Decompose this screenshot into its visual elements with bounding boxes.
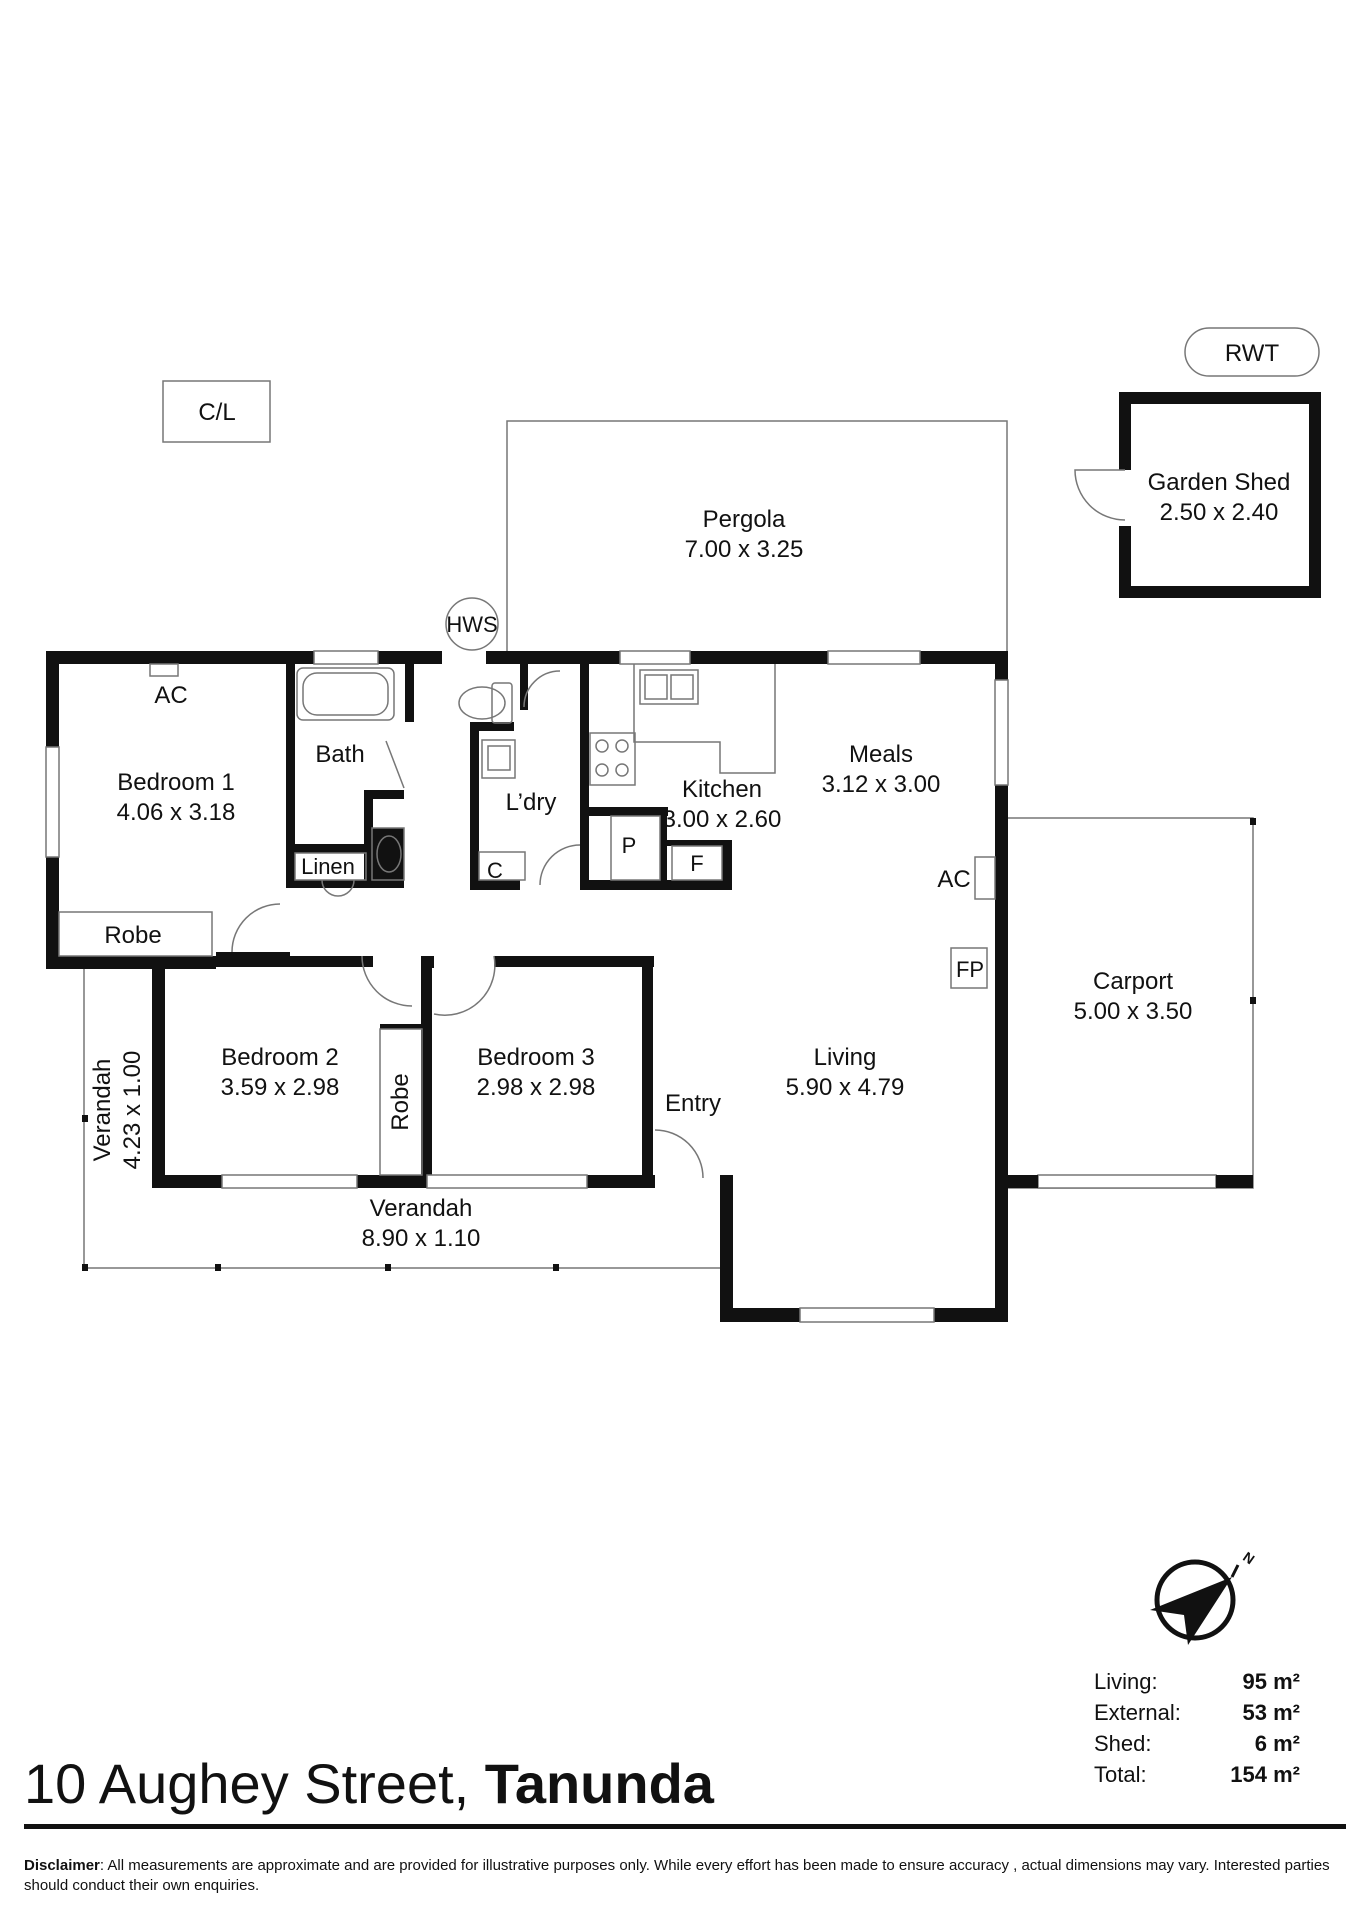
- disclaimer: Disclaimer: All measurements are approxi…: [24, 1856, 1334, 1896]
- laundry-label: L’dry: [506, 789, 557, 816]
- area-shed-value: 6 m²: [1254, 1731, 1300, 1756]
- bath-door: [385, 740, 405, 789]
- bath-label: Bath: [315, 741, 364, 768]
- living-name: Living: [814, 1044, 877, 1071]
- area-total-label: Total:: [1094, 1762, 1147, 1787]
- carport-dims: 5.00 x 3.50: [1074, 998, 1193, 1025]
- carport-name: Carport: [1093, 968, 1173, 995]
- svg-text:N: N: [1240, 1548, 1257, 1567]
- bedroom3-dims: 2.98 x 2.98: [477, 1074, 596, 1101]
- garden-shed: [1074, 392, 1321, 598]
- laundry-tub: [481, 739, 516, 779]
- wc-door-swing: [523, 670, 561, 708]
- fp-label: FP: [956, 957, 984, 982]
- area-row-living: Living: 95 m²: [1094, 1666, 1300, 1697]
- verandah-front-name: Verandah: [370, 1195, 473, 1222]
- divider: [24, 1824, 1346, 1829]
- bed1-door-swing: [231, 903, 281, 953]
- clothesline-label: C/L: [198, 399, 235, 426]
- pantry: [610, 815, 661, 881]
- laundry-door-swing: [539, 844, 581, 886]
- hws-label: HWS: [446, 612, 497, 637]
- meals-name: Meals: [849, 741, 913, 768]
- garden-shed-dims: 2.50 x 2.40: [1160, 499, 1279, 526]
- linen-cupboard: [294, 852, 367, 881]
- area-total-value: 154 m²: [1230, 1762, 1300, 1787]
- area-external-label: External:: [1094, 1700, 1181, 1725]
- clothesline-box: [162, 380, 271, 443]
- ac-unit-2: [974, 856, 996, 900]
- bedroom1-name: Bedroom 1: [117, 769, 234, 796]
- entry-label: Entry: [665, 1090, 721, 1117]
- disclaimer-text: : All measurements are approximate and a…: [24, 1857, 1330, 1894]
- rwt-label: RWT: [1225, 340, 1280, 367]
- ac2-label: AC: [937, 866, 970, 893]
- pergola-dims: 7.00 x 3.25: [685, 536, 804, 563]
- living-dims: 5.90 x 4.79: [786, 1074, 905, 1101]
- carport-walls: [1008, 1175, 1253, 1188]
- entry-door-swing: [654, 1129, 704, 1179]
- bed2-door-swing: [361, 955, 413, 1007]
- area-living-value: 95 m²: [1242, 1669, 1300, 1694]
- fixtures: [58, 663, 996, 1179]
- area-summary: Living: 95 m² External: 53 m² Shed: 6 m²…: [1094, 1666, 1300, 1790]
- shed-door-swing: [1074, 469, 1126, 521]
- laundry-cupboard: [478, 851, 526, 881]
- area-row-external: External: 53 m²: [1094, 1697, 1300, 1728]
- linen-door-swing: [321, 879, 355, 897]
- verandah-posts: [82, 818, 1256, 1271]
- bedroom1-dims: 4.06 x 3.18: [117, 799, 236, 826]
- cooktop: [589, 732, 636, 786]
- vanity: [371, 827, 405, 881]
- ac1-label: AC: [154, 682, 187, 709]
- verandah-side-name: Verandah: [89, 1059, 116, 1162]
- kitchen-dims: 3.00 x 2.60: [663, 806, 782, 833]
- bedroom2-dims: 3.59 x 2.98: [221, 1074, 340, 1101]
- fridge-label: F: [690, 851, 703, 876]
- windows: [45, 650, 1217, 1323]
- bedroom3-name: Bedroom 3: [477, 1044, 594, 1071]
- property-address: 10 Aughey Street, Tanunda: [24, 1752, 714, 1816]
- area-row-shed: Shed: 6 m²: [1094, 1728, 1300, 1759]
- bedroom2-name: Bedroom 2: [221, 1044, 338, 1071]
- meals-dims: 3.12 x 3.00: [822, 771, 941, 798]
- north-compass-icon: N: [1150, 1548, 1258, 1645]
- garden-shed-name: Garden Shed: [1148, 469, 1291, 496]
- disclaimer-heading: Disclaimer: [24, 1857, 100, 1874]
- area-row-total: Total: 154 m²: [1094, 1759, 1300, 1790]
- robe-2: [379, 1028, 423, 1176]
- area-shed-label: Shed:: [1094, 1731, 1152, 1756]
- robe1-label: Robe: [104, 922, 161, 949]
- area-external-value: 53 m²: [1242, 1700, 1300, 1725]
- fireplace: [950, 947, 988, 989]
- ac-unit-1: [149, 663, 179, 677]
- bed3-door-swing: [433, 955, 496, 1016]
- robe-1: [58, 911, 213, 957]
- street-address: 10 Aughey Street,: [24, 1752, 470, 1815]
- bathtub: [296, 667, 395, 721]
- kitchen-sink: [639, 669, 699, 705]
- robe2-label: Robe: [387, 1073, 414, 1130]
- fridge: [671, 845, 723, 881]
- cupboard-label: C: [487, 858, 503, 883]
- suburb-name: Tanunda: [484, 1752, 714, 1815]
- kitchen-name: Kitchen: [682, 776, 762, 803]
- pantry-label: P: [622, 833, 637, 858]
- house-walls: [46, 651, 1008, 1322]
- kitchen-bench: [633, 664, 776, 774]
- pergola-name: Pergola: [703, 506, 786, 533]
- linen-label: Linen: [301, 854, 355, 879]
- verandah-front-dims: 8.90 x 1.10: [362, 1225, 481, 1252]
- room-labels: Bedroom 1 4.06 x 3.18 Bedroom 2 3.59 x 2…: [89, 469, 1290, 1252]
- toilet: [491, 682, 513, 724]
- rainwater-tank: [1184, 327, 1320, 377]
- verandah-side-dims: 4.23 x 1.00: [119, 1051, 146, 1170]
- hot-water-system: [445, 597, 499, 651]
- area-living-label: Living:: [1094, 1669, 1158, 1694]
